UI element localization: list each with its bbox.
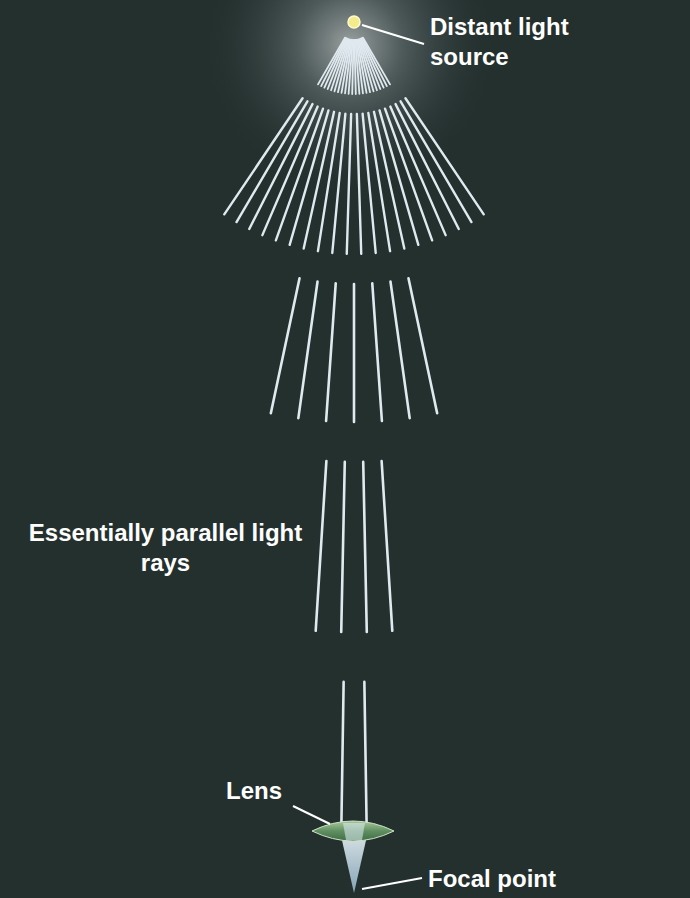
focal-point-label: Focal point	[428, 864, 628, 894]
light-ray	[349, 40, 353, 94]
light-ray	[396, 104, 459, 229]
light-ray	[262, 107, 317, 236]
light-ray	[364, 682, 366, 830]
light-ray	[362, 38, 387, 86]
lens-light	[343, 823, 365, 840]
light-ray	[352, 40, 353, 94]
leader-line	[362, 878, 422, 889]
light-ray	[382, 461, 393, 631]
light-ray	[341, 462, 345, 632]
leader-line	[293, 806, 330, 824]
lens-shape	[312, 821, 394, 841]
light-ray	[237, 101, 308, 222]
rays-label: Essentially parallel light rays	[28, 518, 303, 578]
light-ray	[390, 281, 409, 418]
lens-label: Lens	[226, 776, 296, 806]
light-ray	[405, 98, 483, 214]
light-ray	[347, 114, 351, 254]
light-ray	[298, 281, 317, 418]
light-ray	[353, 284, 356, 422]
light-ray	[345, 40, 352, 94]
light-ray	[326, 283, 336, 421]
light-ray	[401, 101, 472, 222]
light-ray	[363, 114, 376, 253]
light-rays	[224, 38, 483, 830]
light-ray	[363, 38, 390, 85]
light-ray	[390, 107, 445, 236]
light-ray	[372, 283, 382, 421]
light-ray	[332, 114, 345, 253]
light-ray	[316, 461, 327, 631]
leader-line	[362, 25, 424, 44]
light-ray	[357, 114, 361, 254]
light-ray	[341, 682, 343, 830]
light-ray	[361, 38, 383, 87]
light-ray	[271, 278, 300, 413]
light-ray	[408, 278, 437, 413]
source-label: Distant light source	[430, 12, 600, 72]
focused-cone	[341, 836, 367, 893]
light-ray	[318, 113, 340, 251]
light-ray	[276, 109, 323, 241]
light-source	[348, 16, 360, 28]
light-ray	[380, 110, 419, 245]
light-ray	[363, 462, 367, 632]
